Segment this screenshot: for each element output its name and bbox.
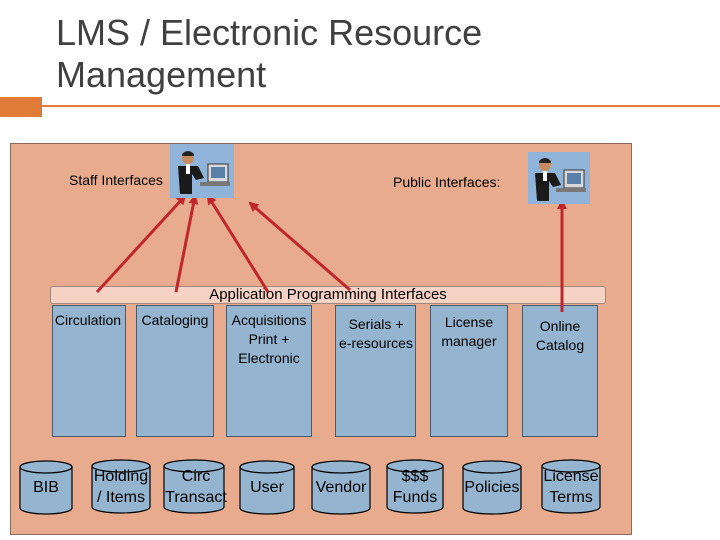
public-user-icon <box>528 152 590 204</box>
policies-label: Policies <box>464 479 520 496</box>
module-online-catalog <box>522 305 598 437</box>
module-cataloging <box>136 305 214 437</box>
circ-line-2: Transact <box>165 489 227 506</box>
db-bib <box>19 460 73 515</box>
db-license-terms <box>541 459 601 514</box>
public-interfaces-label: Public Interfaces: <box>393 174 501 190</box>
db-user <box>239 460 295 515</box>
acquisitions-line-2: Print + <box>248 331 290 347</box>
module-serials <box>335 305 416 437</box>
funds-label: $$$ Funds <box>384 466 446 508</box>
circ-line-1: Circ <box>181 468 211 485</box>
circ-label: Circ Transact <box>158 466 234 508</box>
arrow-cataloging-staff <box>174 194 199 293</box>
title-accent-block <box>0 97 42 117</box>
db-circ <box>163 459 225 514</box>
cataloging-label: Cataloging <box>141 312 209 328</box>
arrow-acquisitions-staff <box>206 194 270 293</box>
license-terms-line-2: Terms <box>549 489 593 506</box>
db-policies <box>462 460 522 515</box>
module-circulation <box>52 305 126 437</box>
license-manager-line-2: manager <box>441 333 497 349</box>
funds-line-1: $$$ <box>401 468 429 485</box>
vendor-label: Vendor <box>315 479 367 496</box>
api-bar <box>50 286 606 304</box>
holding-line-2: / Items <box>96 489 145 506</box>
license-manager-label: License manager <box>428 313 510 351</box>
serials-line-2: e-resources <box>339 335 413 351</box>
arrow-serials-staff <box>248 201 351 292</box>
user-label: User <box>250 479 284 496</box>
acquisitions-label: Acquisitions Print + Electronic <box>222 311 316 368</box>
funds-line-2: Funds <box>392 489 438 506</box>
online-catalog-line-1: Online <box>539 318 581 334</box>
acquisitions-line-3: Electronic <box>238 350 300 366</box>
module-acquisitions <box>226 305 312 437</box>
bib-label: BIB <box>33 479 59 496</box>
db-funds <box>386 459 444 514</box>
circulation-label: Circulation <box>54 312 122 328</box>
title-accent-line <box>42 105 720 107</box>
holding-line-1: Holding <box>93 468 149 485</box>
arrow-circulation-staff <box>95 194 187 294</box>
staff-user-icon <box>170 144 234 198</box>
holding-label: Holding / Items <box>86 466 156 508</box>
acquisitions-line-1: Acquisitions <box>231 312 307 328</box>
license-terms-line-1: License <box>543 468 599 485</box>
online-catalog-label: Online Catalog <box>520 317 600 355</box>
title-line-1: LMS / Electronic Resource <box>56 12 483 53</box>
slide-title: LMS / Electronic Resource Management <box>56 12 482 96</box>
db-vendor <box>311 460 371 515</box>
serials-label: Serials + e-resources <box>330 315 422 353</box>
staff-interfaces-label: Staff Interfaces <box>69 172 163 188</box>
serials-line-1: Serials + <box>348 316 404 332</box>
title-line-2: Management <box>56 54 267 95</box>
online-catalog-line-2: Catalog <box>535 337 585 353</box>
license-terms-label: License Terms <box>536 466 606 508</box>
db-holding <box>91 459 151 514</box>
license-manager-line-1: License <box>444 314 494 330</box>
module-license-manager <box>430 305 508 437</box>
